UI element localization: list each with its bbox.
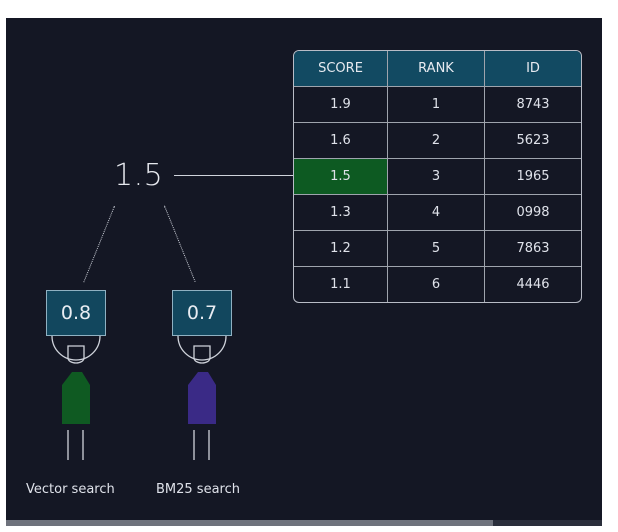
- vector-search-label: Vector search: [26, 482, 115, 497]
- combined-score: 1.5: [114, 158, 164, 193]
- score-cell: 1.1: [294, 267, 388, 302]
- table-row-highlighted: 1.5 3 1965: [294, 159, 581, 195]
- rank-cell: 3: [388, 159, 485, 195]
- table-row: 1.3 4 0998: [294, 195, 581, 231]
- slide-canvas: 1.5 SCORE RANK ID 1.9 1 8743 1.6 2: [6, 18, 602, 526]
- id-cell: 4446: [516, 277, 550, 292]
- vector-score-badge: 0.8: [46, 290, 106, 336]
- column-header-rank: RANK: [388, 51, 485, 87]
- rank-cell: 1: [388, 87, 485, 123]
- rank-cell: 2: [388, 123, 485, 159]
- person-figure-icon: [51, 335, 101, 460]
- rank-cell: 4: [388, 195, 485, 231]
- id-cell: 7863: [485, 231, 581, 267]
- score-cell: 1.2: [294, 231, 388, 267]
- score-cell-highlighted: 1.5: [294, 159, 388, 195]
- rank-cell: 6: [388, 267, 485, 302]
- score-cell: 1.9: [294, 87, 388, 123]
- dotted-line-right: [164, 205, 196, 283]
- id-cell: 1965: [485, 159, 581, 195]
- horizontal-scrollbar[interactable]: [6, 520, 602, 526]
- connector-line: [174, 175, 298, 176]
- dotted-line-left: [83, 206, 115, 283]
- table-row: 1.6 2 5623: [294, 123, 581, 159]
- vector-search-agent: 0.8: [46, 290, 106, 470]
- person-figure-icon: [177, 335, 227, 460]
- table-row: 1.9 1 8743: [294, 87, 581, 123]
- table-row: 1.1 6 4446: [294, 267, 581, 302]
- id-cell: 0998: [485, 195, 581, 231]
- bm25-search-label: BM25 search: [156, 482, 240, 497]
- bm25-search-agent: 0.7: [172, 290, 232, 470]
- score-cell: 1.6: [294, 123, 388, 159]
- scrollbar-thumb[interactable]: [6, 520, 493, 526]
- table-row: 1.2 5 7863: [294, 231, 581, 267]
- table-header-row: SCORE RANK ID: [294, 51, 581, 87]
- id-cell: 5623: [485, 123, 581, 159]
- column-header-score: SCORE: [294, 51, 388, 87]
- bm25-score-badge: 0.7: [172, 290, 232, 336]
- id-cell: 8743: [485, 87, 581, 123]
- column-header-id: ID: [485, 51, 581, 87]
- rank-cell: 5: [388, 231, 485, 267]
- score-table: SCORE RANK ID 1.9 1 8743 1.6 2 5623 1.5 …: [293, 50, 582, 303]
- score-cell: 1.3: [294, 195, 388, 231]
